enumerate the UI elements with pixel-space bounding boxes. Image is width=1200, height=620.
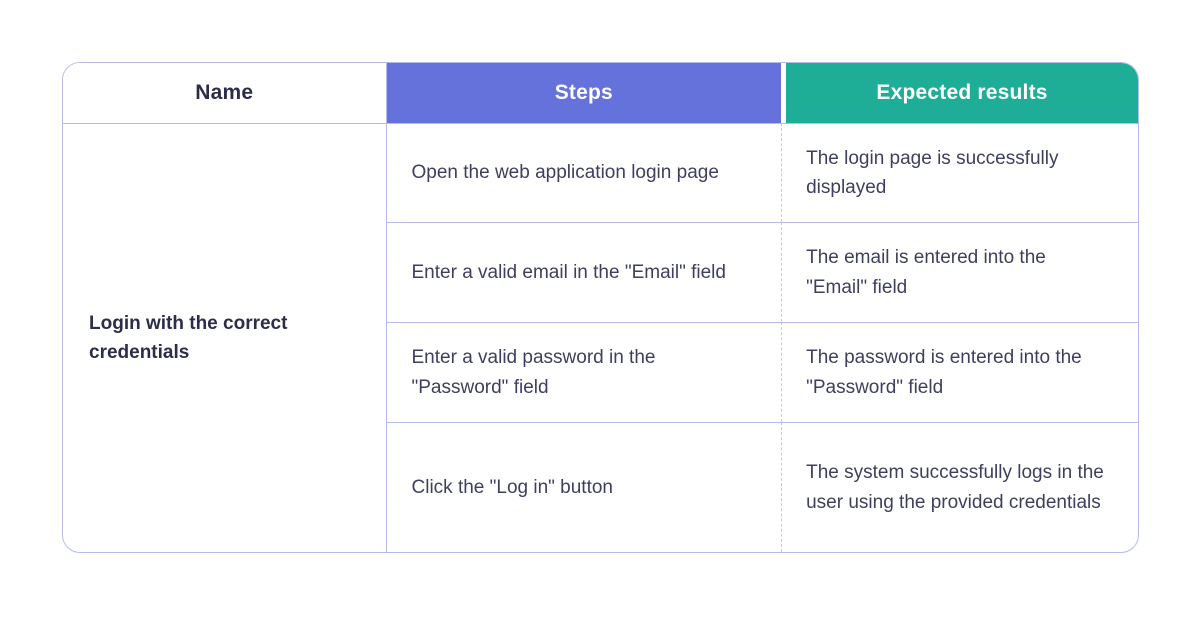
test-case-grid: Name Steps Expected results Login with t…	[63, 63, 1138, 552]
test-case-name-cell: Login with the correct credentials	[63, 123, 386, 552]
column-header-expected-results: Expected results	[781, 63, 1138, 123]
expected-result-cell: The login page is successfully displayed	[781, 123, 1138, 222]
step-cell: Enter a valid email in the "Email" field	[385, 222, 782, 322]
column-header-steps: Steps	[385, 63, 782, 123]
step-cell: Enter a valid password in the "Password"…	[385, 322, 782, 422]
expected-result-cell: The system successfully logs in the user…	[781, 422, 1138, 552]
test-case-table: Name Steps Expected results Login with t…	[62, 62, 1139, 553]
expected-result-cell: The password is entered into the "Passwo…	[781, 322, 1138, 422]
column-header-name: Name	[63, 63, 386, 123]
step-cell: Click the "Log in" button	[385, 422, 782, 552]
expected-result-cell: The email is entered into the "Email" fi…	[781, 222, 1138, 322]
step-cell: Open the web application login page	[385, 123, 782, 222]
